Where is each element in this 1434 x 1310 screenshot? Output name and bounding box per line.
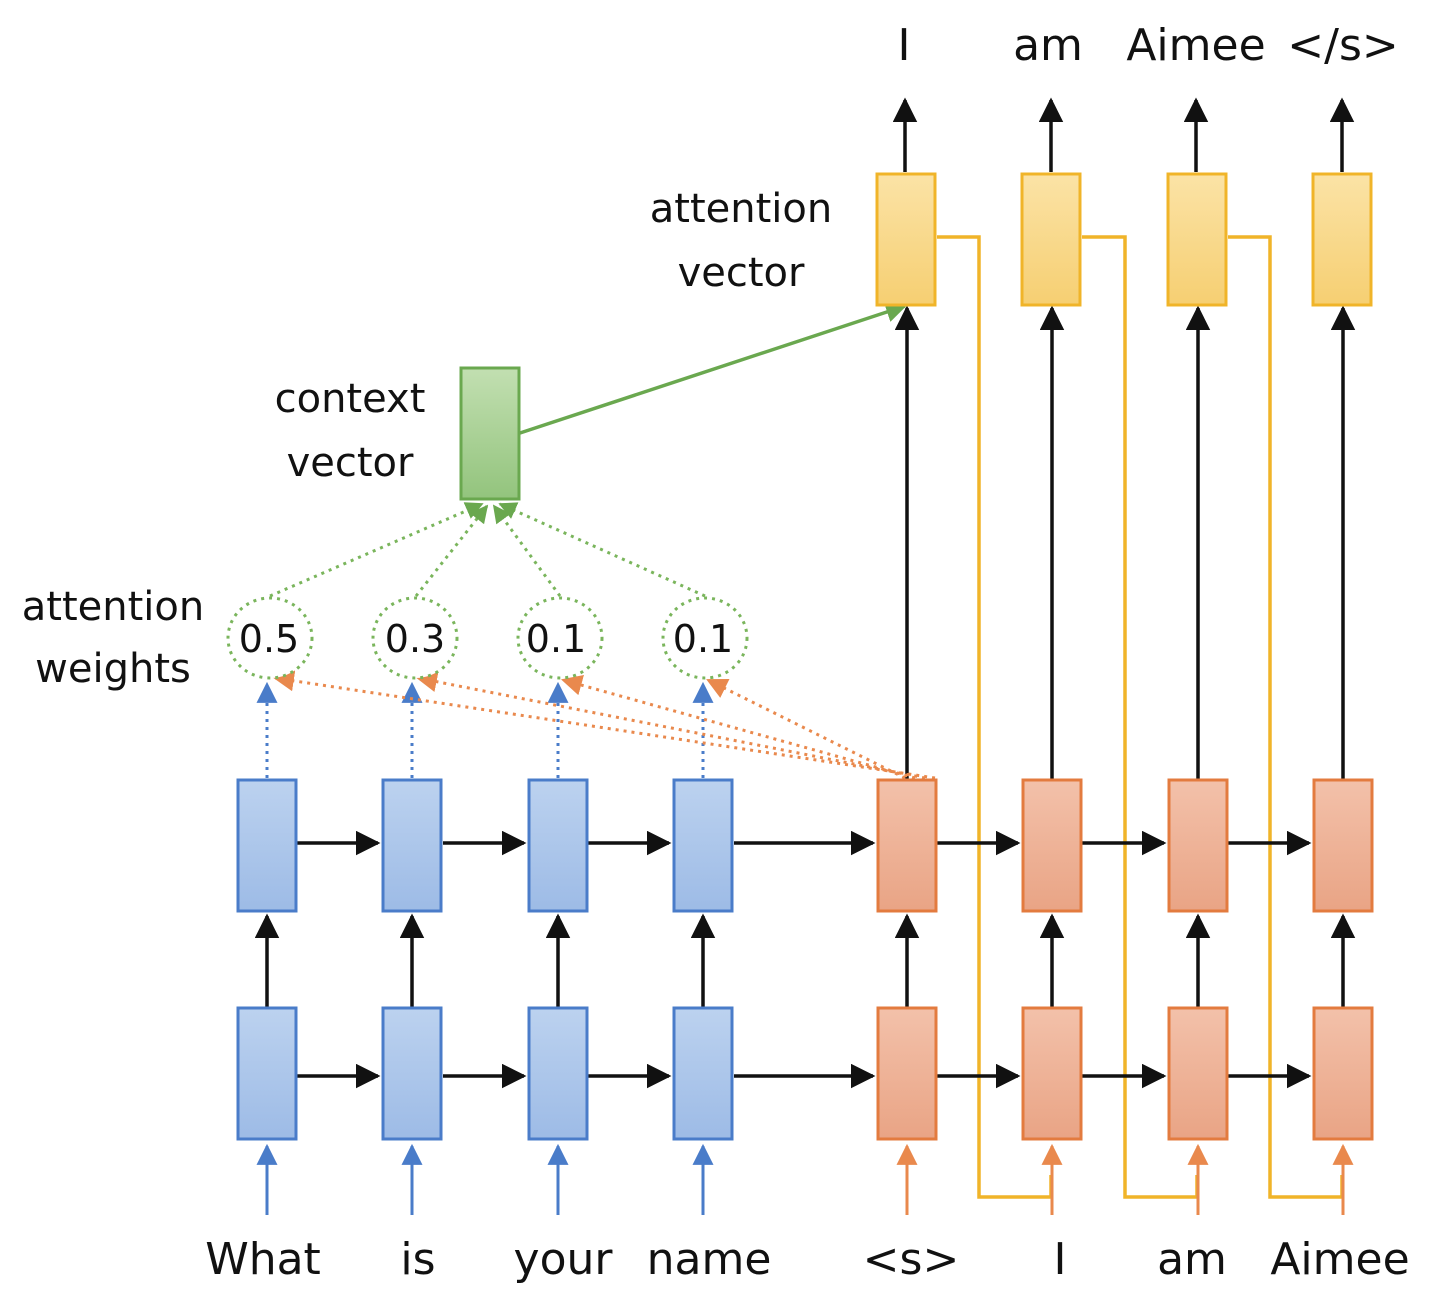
decoder-output-word-3: Aimee <box>1126 20 1265 71</box>
encoder-cell <box>381 778 443 913</box>
vertical-layer-arrows <box>254 913 1356 1008</box>
attention-weight-values: 0.5 0.3 0.1 0.1 <box>239 617 733 661</box>
encoder-cell <box>672 1006 734 1141</box>
input-arrows <box>256 1143 1354 1215</box>
context-vector-label-line2: vector <box>287 440 414 486</box>
weight-ctx-arrow-4 <box>498 502 706 598</box>
encoder-input-word-2: is <box>400 1234 435 1285</box>
recurrent-arrows <box>297 830 1312 1089</box>
weight-circle <box>371 596 459 680</box>
dec-weight-arrow-2 <box>415 671 926 780</box>
encoder-cell <box>381 1006 443 1141</box>
attention-weight-circles <box>226 596 749 680</box>
attention-vector-cell <box>1311 172 1373 307</box>
attention-vector-cell <box>1166 172 1228 307</box>
weight-ctx-arrow-2 <box>414 504 489 597</box>
attention-weights-label-line1: attention <box>22 584 204 630</box>
side-labels: attention weights context vector attenti… <box>22 186 832 692</box>
decoder-input-word-1: <s> <box>863 1234 960 1285</box>
decoder-cell <box>876 778 938 913</box>
encoder-cell <box>527 1006 589 1141</box>
weight-value-3: 0.1 <box>526 617 586 661</box>
context-to-attention-arrow <box>519 301 907 435</box>
context-vector-box <box>459 366 521 501</box>
decoder-cell <box>1167 1006 1229 1141</box>
weight-ctx-arrow-3 <box>492 504 562 597</box>
encoder-input-words: What is your name <box>205 1234 771 1285</box>
weight-circle <box>516 596 604 680</box>
decoder-input-words: <s> I am Aimee <box>863 1234 1410 1285</box>
weight-circle <box>661 596 749 680</box>
decoder-cell <box>1021 1006 1083 1141</box>
weight-value-1: 0.5 <box>239 617 299 661</box>
decoder-cell <box>1312 1006 1374 1141</box>
attention-vector-label-line2: vector <box>678 250 805 296</box>
weight-value-2: 0.3 <box>385 617 445 661</box>
encoder-layer1 <box>236 1006 734 1141</box>
weight-value-4: 0.1 <box>673 617 733 661</box>
encoder-input-word-4: name <box>647 1234 772 1285</box>
decoder-cell <box>876 1006 938 1141</box>
weight-ctx-arrow-1 <box>269 502 484 598</box>
dec-weight-arrow-3 <box>560 674 916 780</box>
decoder-layer2 <box>876 778 1374 913</box>
decoder-cell <box>1021 778 1083 913</box>
attention-vector-cell <box>1020 172 1082 307</box>
decoder-cell <box>1167 778 1229 913</box>
context-vector-label-line1: context <box>275 376 426 422</box>
weight-to-context-arrows <box>269 502 706 598</box>
encoder-layer2 <box>236 778 734 913</box>
decoder-output-words: I am Aimee </s> <box>898 20 1399 71</box>
decoder-output-word-1: I <box>898 20 911 71</box>
decoder-to-weight-arrows <box>272 670 936 780</box>
decoder-cell <box>1312 778 1374 913</box>
decoder-input-word-4: Aimee <box>1270 1234 1409 1285</box>
encoder-cell <box>527 778 589 913</box>
attention-vector-label-line1: attention <box>650 186 832 232</box>
encoder-cell <box>236 1006 298 1141</box>
decoder-layer1 <box>876 1006 1374 1141</box>
encoder-to-weight-arrows <box>256 681 714 778</box>
encoder-cell <box>236 778 298 913</box>
weight-circle <box>226 596 314 680</box>
decoder-output-word-4: </s> <box>1287 20 1398 71</box>
decoder-input-word-3: am <box>1157 1234 1227 1285</box>
feedback-lines <box>937 235 1344 1199</box>
attention-weights-label-line2: weights <box>35 646 191 692</box>
attention-vector-boxes <box>875 172 1373 307</box>
decoder-up-arrows <box>892 97 1356 780</box>
decoder-output-word-2: am <box>1013 20 1083 71</box>
encoder-input-word-1: What <box>205 1234 321 1285</box>
encoder-input-word-3: your <box>514 1234 614 1285</box>
encoder-cell <box>672 778 734 913</box>
attention-vector-cell <box>875 172 937 307</box>
decoder-input-word-2: I <box>1054 1234 1067 1285</box>
